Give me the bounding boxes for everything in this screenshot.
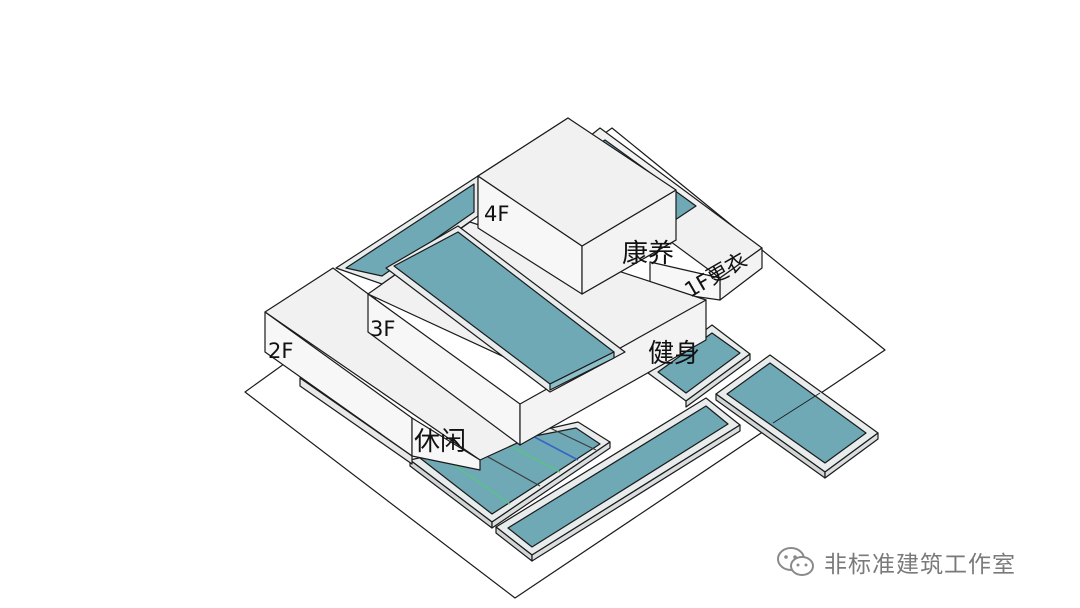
wechat-icon (777, 547, 814, 576)
watermark: 非标准建筑工作室 (776, 542, 1016, 582)
small-pool (647, 324, 751, 408)
lap-pool (409, 421, 611, 529)
label-3f: 3F (370, 317, 395, 341)
block-3f (367, 221, 707, 446)
block-4f (477, 117, 677, 295)
long-pool (495, 397, 741, 562)
label-3f-name: 健身 (648, 339, 700, 369)
label-4f: 4F (484, 202, 509, 226)
label-2f: 2F (268, 339, 293, 363)
label-2f-name: 休闲 (414, 427, 466, 457)
right-pool (715, 354, 879, 479)
label-4f-name: 康养 (622, 239, 674, 269)
watermark-text: 非标准建筑工作室 (824, 552, 1016, 578)
